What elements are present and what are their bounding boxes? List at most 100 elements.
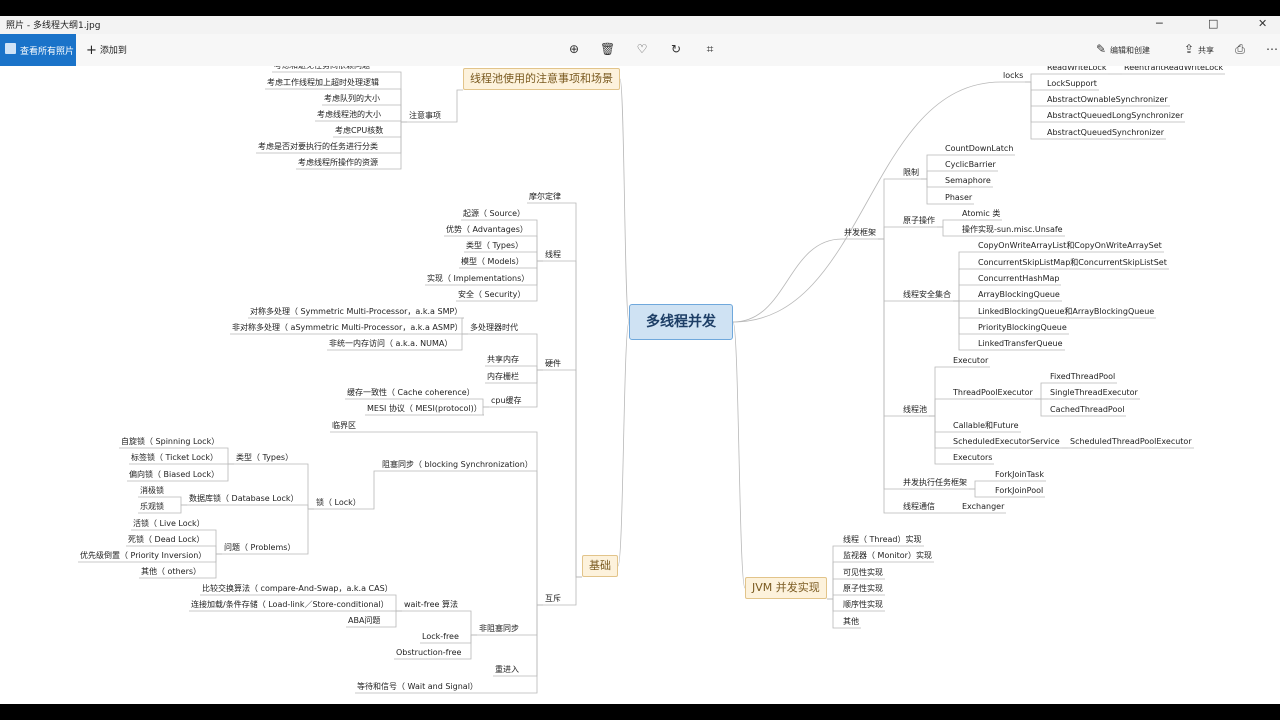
- close-button[interactable]: ✕: [1258, 17, 1268, 30]
- link-basics-hw: [563, 369, 582, 578]
- link-atomicop-atomicimpl: [937, 226, 960, 237]
- crop-icon[interactable]: ⌗: [706, 42, 714, 56]
- link-mutex-reent: [521, 604, 543, 677]
- share-button[interactable]: 共享: [1198, 46, 1214, 55]
- link-tpool-executors: [929, 415, 951, 465]
- node-t6: 安全（ Security）: [458, 290, 526, 299]
- node-ste: SingleThreadExecutor: [1050, 388, 1138, 397]
- node-aba: ABA问题: [348, 616, 381, 625]
- node-opt: 乐观锁: [140, 502, 164, 511]
- node-hw: 硬件: [545, 359, 561, 368]
- photos-toolbar: 查看所有照片 +添加到 ⊕ 🗑 ♡ ↻ ⌗ ✎ 编辑和创建 ⇪ 共享 ⎙ ⋯: [0, 34, 1280, 66]
- link-pool_notes-pn_notes: [443, 89, 463, 123]
- node-ctp: CachedThreadPool: [1050, 405, 1125, 414]
- node-c7: LinkedTransferQueue: [978, 339, 1063, 348]
- link-fw-limit: [878, 178, 901, 240]
- node-others: 其他（ others）: [141, 567, 202, 576]
- node-c6: PriorityBlockingQueue: [978, 323, 1067, 332]
- link-fw-tpool: [878, 238, 901, 417]
- add-to-button[interactable]: +添加到: [86, 43, 127, 58]
- link-problems-dead: [206, 545, 222, 555]
- node-pexec: 并发执行任务框架: [903, 478, 967, 487]
- node-tpe: ThreadPoolExecutor: [953, 388, 1033, 397]
- link-pn_notes-pn_1: [381, 88, 407, 123]
- link-jvm-j1: [827, 545, 841, 600]
- link-mutex-block: [535, 470, 543, 606]
- link-dblock-pess: [166, 496, 187, 506]
- plus-icon: +: [86, 43, 97, 58]
- link-root-fw: [732, 238, 843, 323]
- link-locks-aqls: [1025, 81, 1045, 123]
- link-block-lock: [363, 470, 380, 510]
- node-exch: Exchanger: [962, 502, 1005, 511]
- edit-create-button[interactable]: 编辑和创建: [1110, 46, 1150, 55]
- link-fw-tcomm: [878, 238, 901, 514]
- link-tscoll-c7: [953, 300, 976, 351]
- link-pn_notes-pn_2: [382, 104, 407, 123]
- link-fw-pexec: [878, 238, 901, 490]
- node-cb: CyclicBarrier: [945, 160, 996, 169]
- node-fjp: ForkJoinPool: [995, 486, 1044, 495]
- minimize-button[interactable]: ─: [1156, 17, 1163, 30]
- node-dead: 死锁（ Dead Lock）: [128, 535, 205, 544]
- link-problems-prio: [208, 553, 222, 563]
- link-cpucache-mesi: [482, 406, 489, 416]
- photos-icon: [5, 43, 16, 54]
- link-tpe-ftp: [1035, 382, 1048, 400]
- share-icon[interactable]: ⇪: [1183, 42, 1195, 56]
- link-thread-t6: [527, 260, 543, 302]
- link-ltypes-biased: [221, 463, 234, 482]
- node-j2: 监视器（ Monitor）实现: [843, 551, 932, 560]
- more-icon[interactable]: ⋯: [1266, 42, 1278, 56]
- maximize-button[interactable]: □: [1208, 17, 1219, 30]
- node-membar: 内存栅栏: [487, 372, 519, 381]
- edit-icon[interactable]: ✎: [1095, 42, 1107, 56]
- node-callable: Callable和Future: [953, 421, 1019, 430]
- link-tpool-tpe: [929, 398, 951, 417]
- link-hw-cpucache: [524, 369, 543, 408]
- link-nonblock-waitfree: [460, 610, 477, 636]
- print-icon[interactable]: ⎙: [1235, 42, 1245, 56]
- node-j4: 原子性实现: [843, 584, 883, 593]
- node-stpe: ScheduledThreadPoolExecutor: [1070, 437, 1192, 446]
- delete-icon[interactable]: 🗑: [600, 42, 616, 56]
- node-ticket: 标签锁（ Ticket Lock）: [131, 453, 218, 462]
- link-root-basics: [617, 321, 630, 567]
- node-tpool: 线程池: [903, 405, 927, 414]
- node-waitfree: wait-free 算法: [404, 600, 459, 609]
- taskbar-strip: [0, 704, 1280, 720]
- favorite-icon[interactable]: ♡: [636, 42, 648, 56]
- node-locks: locks: [1003, 71, 1024, 80]
- node-atomicimpl: 操作实现-sun.misc.Unsafe: [962, 225, 1063, 234]
- link-lock-dblock: [301, 504, 314, 510]
- node-pn-2: 考虑队列的大小: [324, 94, 380, 103]
- link-nonblock-lockfree: [461, 634, 477, 644]
- link-mutex-crit: [358, 431, 543, 606]
- rotate-icon[interactable]: ↻: [670, 42, 682, 56]
- link-root-locks: [732, 81, 1002, 323]
- view-all-photos-label: 查看所有照片: [20, 47, 75, 57]
- node-biased: 偏向锁（ Biased Lock）: [129, 470, 220, 479]
- link-tscoll-c1: [953, 251, 976, 302]
- window-title-bar: 照片 - 多线程大纲1.jpg ─ □ ✕: [0, 16, 1280, 34]
- node-j1: 线程（ Thread）实现: [843, 535, 922, 544]
- node-thread: 线程: [545, 250, 561, 259]
- link-mp-numa: [454, 333, 468, 351]
- node-rwlock: ReadWriteLock: [1047, 66, 1107, 72]
- node-phaser: Phaser: [945, 193, 973, 202]
- node-atomicop: 原子操作: [903, 216, 935, 225]
- zoom-in-icon[interactable]: ⊕: [568, 42, 580, 56]
- link-jvm-j4: [827, 594, 841, 600]
- node-dblock: 数据库锁（ Database Lock）: [189, 494, 299, 503]
- node-t5: 实现（ Implementations）: [427, 274, 530, 283]
- node-waitsig: 等待和信号（ Wait and Signal）: [357, 682, 478, 691]
- link-basics-mutex: [563, 576, 582, 606]
- node-c5: LinkedBlockingQueue和ArrayBlockingQueue: [978, 307, 1155, 316]
- node-pn-4: 考虑CPU核数: [335, 126, 384, 135]
- view-all-photos-button[interactable]: 查看所有照片: [0, 34, 76, 66]
- link-nonblock-obstr: [463, 634, 477, 660]
- link-hw-shmem: [521, 365, 543, 371]
- node-block: 阻塞同步（ blocking Synchronization）: [382, 460, 533, 469]
- node-basics: 基础: [582, 555, 618, 577]
